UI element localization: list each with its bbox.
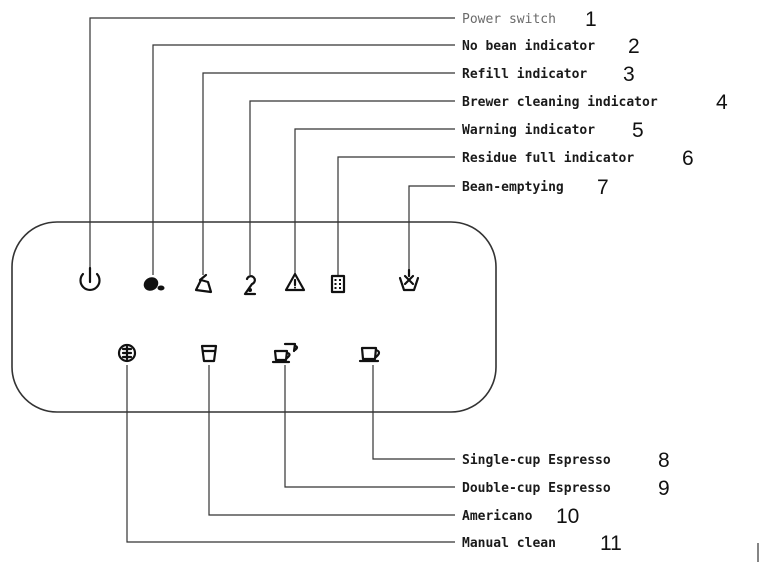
callout-number: 6 [682, 147, 694, 170]
single-cup-icon[interactable] [358, 346, 381, 363]
leader-line-americano [208, 365, 455, 516]
callout-number: 8 [658, 449, 670, 472]
water-drop-icon[interactable] [194, 273, 213, 294]
leader-line-double-cup [284, 365, 455, 488]
callout-5: Warning indicator 5 [462, 119, 644, 142]
callout-label: Residue full indicator [462, 151, 634, 166]
brewer-cleaning-icon[interactable] [243, 275, 257, 296]
callout-label: Double-cup Espresso [462, 481, 611, 496]
callout-number: 3 [623, 63, 635, 86]
callout-number: 7 [597, 176, 609, 199]
manual-clean-icon[interactable] [117, 343, 137, 363]
leader-line-brewer-cleaning [249, 100, 455, 275]
warning-triangle-icon[interactable] [284, 272, 306, 292]
callout-4: Brewer cleaning indicator 4 [462, 91, 728, 114]
callout-6: Residue full indicator 6 [462, 147, 694, 170]
callout-7: Bean-emptying 7 [462, 176, 609, 199]
leader-line-refill [202, 72, 455, 275]
callout-label: Refill indicator [462, 67, 587, 82]
callout-label: Warning indicator [462, 123, 595, 138]
callout-number: 1 [585, 8, 597, 31]
bean-emptying-icon[interactable] [398, 268, 420, 292]
leader-line-bean-emptying [408, 185, 455, 275]
callout-1: Power switch 1 [462, 8, 597, 31]
callout-label: Brewer cleaning indicator [462, 95, 658, 110]
callout-label: Americano [462, 509, 533, 524]
control-panel [11, 221, 497, 413]
callout-number: 9 [658, 477, 670, 500]
leader-line-warning [294, 128, 455, 275]
callout-11: Manual clean 11 [462, 532, 622, 555]
callout-8: Single-cup Espresso 8 [462, 449, 670, 472]
tall-cup-icon[interactable] [200, 344, 218, 363]
callout-number: 11 [600, 532, 622, 555]
callout-label: Manual clean [462, 536, 556, 551]
callout-3: Refill indicator 3 [462, 63, 635, 86]
callout-number: 4 [716, 91, 728, 114]
callout-2: No bean indicator 2 [462, 35, 640, 58]
callout-number: 10 [556, 505, 579, 528]
residue-box-icon[interactable] [330, 274, 346, 294]
power-icon[interactable] [79, 266, 101, 292]
callout-label: Single-cup Espresso [462, 453, 611, 468]
leader-line-no-bean [152, 44, 455, 275]
leader-line-single-cup [372, 365, 455, 460]
double-cup-icon[interactable] [271, 342, 299, 364]
callout-number: 5 [632, 119, 644, 142]
callout-label: Bean-emptying [462, 180, 564, 195]
callout-9: Double-cup Espresso 9 [462, 477, 670, 500]
leader-line-residue [337, 156, 455, 275]
coffee-bean-icon[interactable] [141, 275, 165, 294]
callout-number: 2 [628, 35, 640, 58]
leader-line-power [89, 17, 455, 268]
callout-10: Americano 10 [462, 505, 579, 528]
leader-line-manual-clean [126, 365, 455, 543]
callout-label: Power switch [462, 12, 556, 27]
callout-label: No bean indicator [462, 39, 595, 54]
